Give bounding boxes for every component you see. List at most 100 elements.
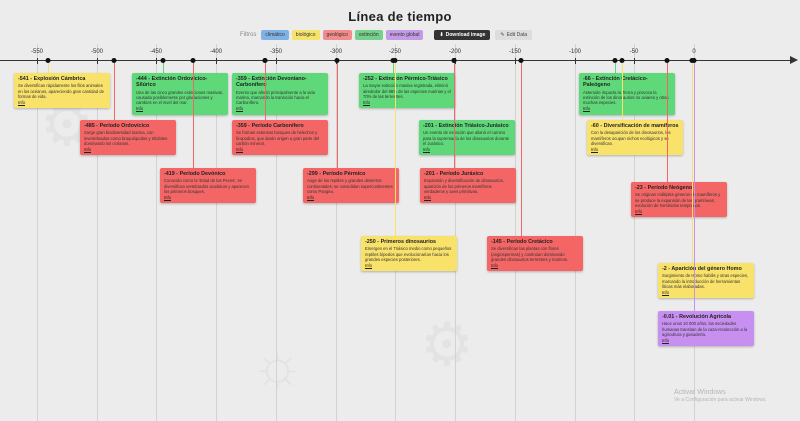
event-connector [163,61,164,73]
event-info-link[interactable]: Info [424,195,431,201]
event-marker[interactable] [334,58,340,63]
event-description: Surge gran biodiversidad marina, con inv… [84,130,168,146]
axis-tick [156,58,157,64]
event-connector [615,61,616,73]
filter-chip-biologico[interactable]: biológico [291,30,320,40]
axis-tick-label: -550 [30,49,44,55]
event-info-link[interactable]: Info [307,195,314,201]
grid-line [276,44,277,421]
event-info-link[interactable]: Info [662,338,669,344]
event-marker[interactable] [190,58,196,63]
event-info-link[interactable]: Info [363,100,370,106]
filter-chip-geologico[interactable]: geológico [322,30,352,40]
event-title: -485 - Período Ordovícico [84,123,150,129]
edit-data-button[interactable]: ✎ Edit Data [495,30,533,40]
axis-tick-label: -100 [568,49,582,55]
event-connector [692,61,693,263]
event-description: Con la desaparición de los dinosaurios, … [591,130,671,146]
grid-line [455,44,456,421]
filter-chip-extincion[interactable]: extinción [354,30,383,40]
download-label: Download image [445,32,486,38]
event-connector [454,61,455,168]
event-marker[interactable] [392,58,398,63]
grid-line [97,44,98,421]
axis-tick [97,58,98,64]
event-title: -252 - Extinción Pérmico-Triásico [363,76,448,82]
event-marker[interactable] [45,58,51,63]
axis-tick-label: -300 [329,49,343,55]
event-title: -145 - Período Cretácico [491,239,553,245]
event-info-link[interactable]: Info [662,290,669,296]
event-info-link[interactable]: Info [84,147,91,153]
event-marker[interactable] [518,58,524,63]
download-image-button[interactable]: ⬇ Download image [434,30,491,40]
event-marker[interactable] [111,58,117,63]
event-info-link[interactable]: Info [236,147,243,153]
axis-tick [37,58,38,64]
event-description: Expansión y diversificación de dinosauri… [424,178,504,194]
event-title: -444 - Extinción Ordovícico-Silúrico [136,76,208,89]
filter-chip-climatico[interactable]: climático [261,30,289,40]
event-info-link[interactable]: Info [591,147,598,153]
grid-line [156,44,157,421]
event-info-link[interactable]: Info [423,147,430,153]
event-marker[interactable] [612,58,618,63]
event-description: Se originan múltiples géneros de mamífer… [635,192,721,208]
event-title: -201 - Extinción Triásico-Jurásico [423,123,509,129]
axis-tick-label: -50 [629,49,639,55]
watermark-title: Activar Windows [674,389,726,396]
filter-label: Filtros [240,32,257,38]
pencil-icon: ✎ [500,32,505,38]
event-connector [667,61,668,182]
event-title: -541 - Explosión Cámbrica [18,76,86,82]
axis-tick-label: -250 [388,49,402,55]
event-info-link[interactable]: Info [635,209,642,215]
page-title: Línea de tiempo [348,9,452,24]
event-info-link[interactable]: Info [365,263,372,269]
event-marker[interactable] [691,58,697,63]
axis-tick-label: -150 [508,49,522,55]
event-description: Se diversifican rápidamente los filos an… [18,83,104,99]
event-title: -359 - Extinción Devoniano-Carbonífero [236,76,307,89]
event-marker[interactable] [664,58,670,63]
event-marker[interactable] [160,58,166,63]
event-info-link[interactable]: Info [583,106,590,112]
event-description: La mayor extinción masiva registrada, el… [363,83,451,99]
event-connector [337,61,338,168]
event-title: -299 - Período Pérmico [307,171,366,177]
download-icon: ⬇ [439,32,444,38]
event-marker[interactable] [262,58,268,63]
event-info-link[interactable]: Info [236,106,243,112]
event-connector [48,61,49,73]
event-info-link[interactable]: Info [491,263,498,269]
event-title: -0.01 - Revolución Agrícola [662,314,731,320]
event-connector [521,61,522,236]
filter-chip-evento-global[interactable]: evento global [385,30,424,40]
event-marker[interactable] [451,58,457,63]
event-info-link[interactable]: Info [164,195,171,201]
grid-line [216,44,217,421]
event-info-link[interactable]: Info [18,100,25,106]
event-title: -2 - Aparición del género Homo [662,266,742,272]
event-description: Una de las cinco grandes extinciones mas… [136,89,224,106]
event-info-link[interactable]: Info [136,106,143,112]
event-marker[interactable] [619,58,625,63]
axis-tick-label: -350 [269,49,283,55]
